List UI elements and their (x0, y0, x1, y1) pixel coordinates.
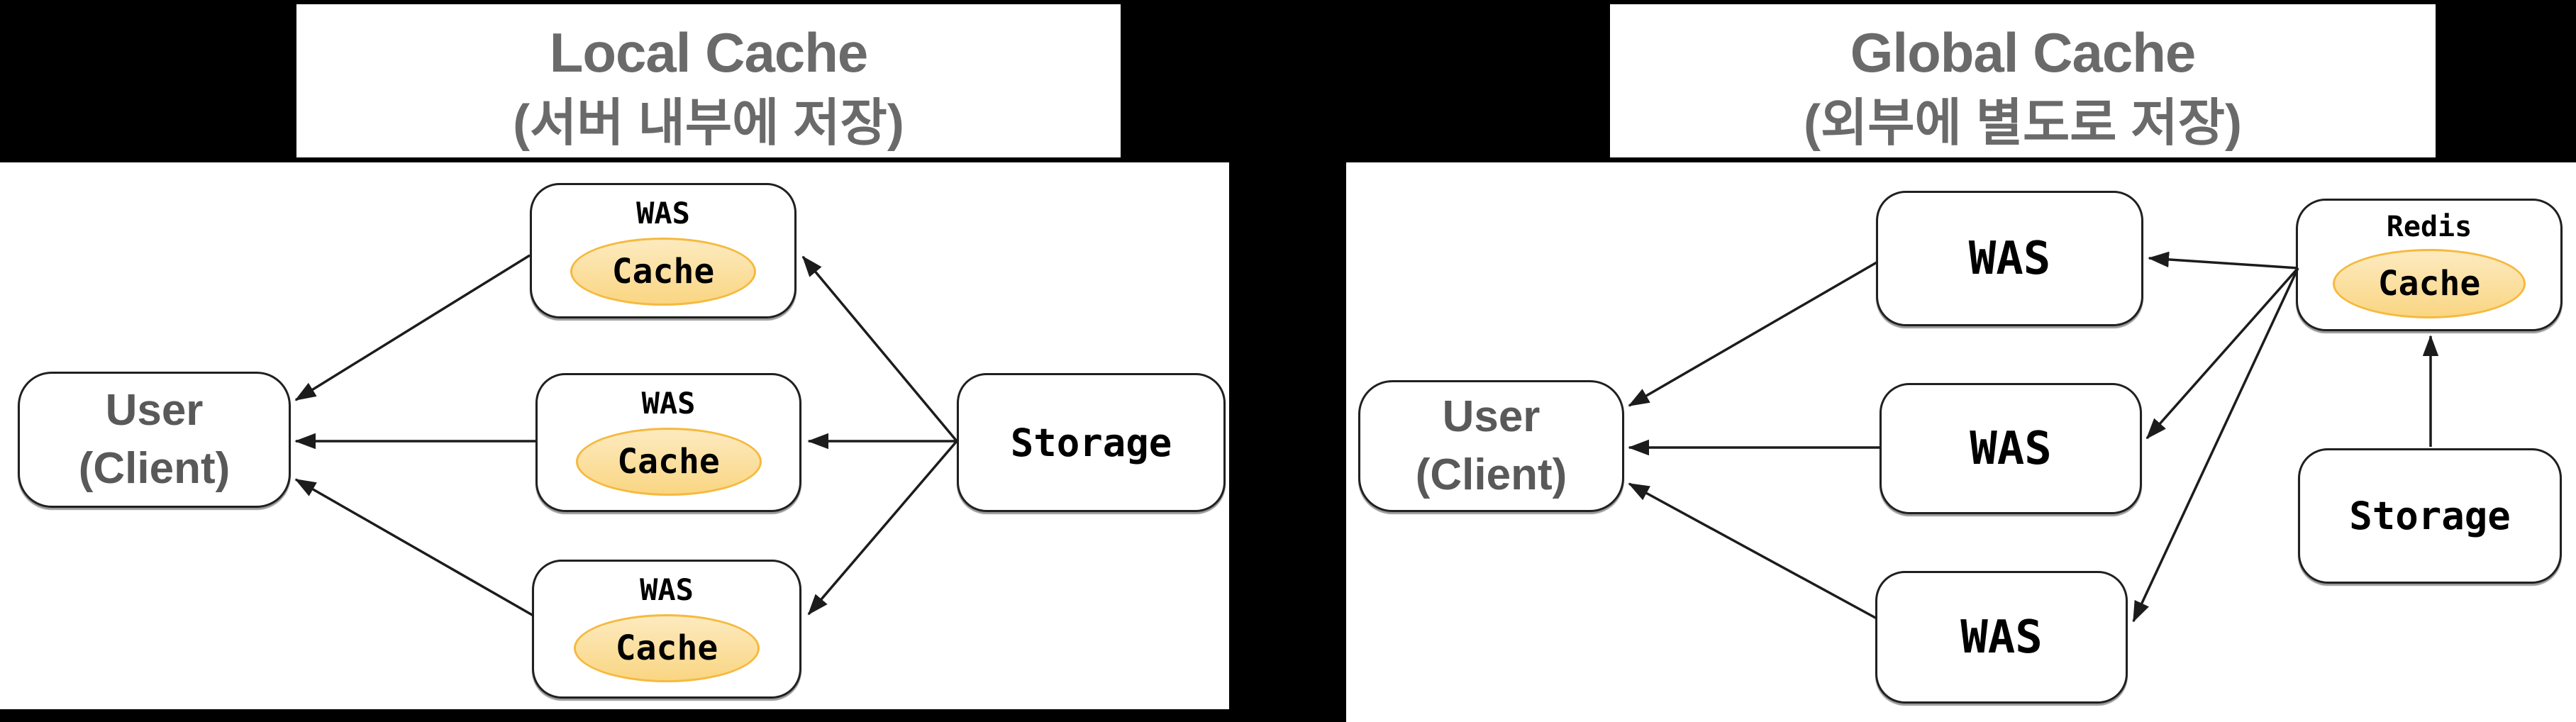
was-label: WAS (1968, 232, 2051, 285)
storage-label: Storage (2349, 494, 2511, 538)
storage-label: Storage (1010, 420, 1172, 465)
right-title-line1: Global Cache (1850, 21, 2196, 84)
left-user-label: User (Client) (79, 382, 231, 498)
right-title-box: Global Cache (외부에 별도로 저장) (1610, 4, 2436, 157)
cache-ellipse: Cache (575, 428, 762, 496)
right-user-node: User (Client) (1358, 380, 1624, 512)
left-user-line1: User (105, 386, 204, 435)
right-was-node-top: WAS (1876, 191, 2143, 326)
right-was-node-middle: WAS (1880, 383, 2142, 514)
right-storage-node: Storage (2298, 448, 2562, 584)
redis-node: Redis Cache (2296, 199, 2563, 331)
cache-label: Cache (615, 628, 718, 668)
cache-ellipse: Cache (570, 238, 756, 306)
left-was-node-top: WAS Cache (530, 183, 796, 318)
was-label: WAS (1970, 422, 2052, 475)
right-user-line1: User (1442, 392, 1540, 441)
right-user-label: User (Client) (1416, 388, 1567, 504)
cache-label: Cache (617, 442, 720, 482)
right-user-line2: (Client) (1415, 450, 1567, 499)
cache-ellipse: Cache (574, 614, 760, 682)
left-was-node-middle: WAS Cache (535, 373, 801, 512)
right-was-node-bottom: WAS (1875, 571, 2128, 704)
left-user-node: User (Client) (18, 372, 291, 508)
right-title-line2: (외부에 별도로 저장) (1804, 95, 2242, 152)
left-title-line1: Local Cache (549, 21, 869, 84)
left-storage-node: Storage (957, 373, 1226, 512)
was-label: WAS (636, 196, 690, 231)
cache-label: Cache (2377, 264, 2481, 304)
was-label: WAS (641, 386, 696, 421)
was-label: WAS (1960, 611, 2043, 664)
cache-ellipse: Cache (2333, 249, 2526, 318)
left-was-node-bottom: WAS Cache (532, 560, 801, 699)
cache-label: Cache (611, 252, 715, 291)
left-title-box: Local Cache (서버 내부에 저장) (296, 4, 1121, 157)
left-title-line2: (서버 내부에 저장) (513, 95, 904, 152)
redis-label: Redis (2386, 211, 2472, 243)
left-user-line2: (Client) (78, 444, 231, 493)
was-label: WAS (640, 572, 694, 607)
